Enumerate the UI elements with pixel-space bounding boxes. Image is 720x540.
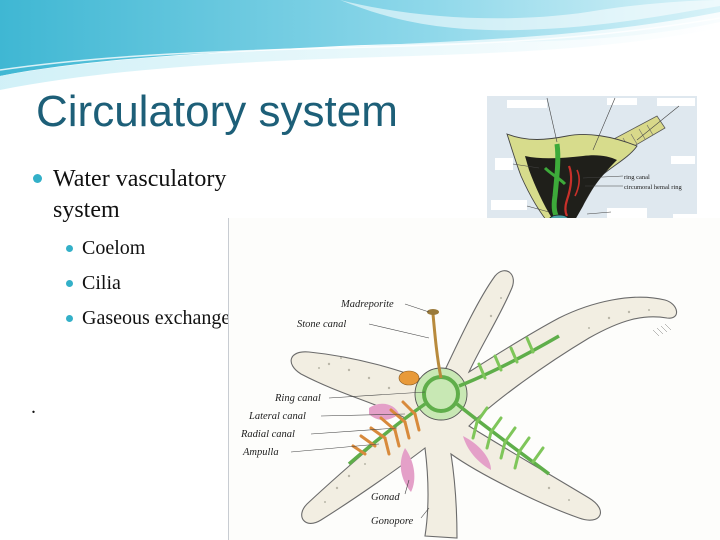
bullet-dot [33,174,42,183]
water-vascular-diagram: Madreporite Stone canal Ring canal Later… [240,270,678,539]
sub-bullet-text: Coelom [82,237,146,259]
bullet-dot [66,280,73,287]
sub-bullet-text: Cilia [82,272,121,294]
label-ring-canal: Ring canal [274,393,321,404]
label-madreporite: Madreporite [340,299,394,310]
trailing-period: . [31,396,36,418]
bullet-text: Water vasculatory system [53,166,227,223]
label-ring-canal-top: ring canal [624,174,650,181]
header-wave-decoration [0,0,720,90]
sub-bullet-item: Cilia [30,269,240,298]
bullet-dot [66,245,73,252]
sub-bullet-item: Coelom [30,234,240,263]
label-stone-canal: Stone canal [297,319,346,330]
label-radial-canal: Radial canal [240,429,295,440]
bullet-item: Water vasculatory system [30,164,240,226]
bullet-dot [66,315,73,322]
sub-bullet-text: Gaseous exchange [82,307,231,329]
water-vascular-figure: Madreporite Stone canal Ring canal Later… [228,218,720,540]
sub-bullet-list: Coelom Cilia Gaseous exchange [30,234,240,333]
slide-title: Circulatory system [36,87,398,136]
bullet-list: Water vasculatory system Coelom Cilia Ga… [30,164,240,339]
label-lateral-canal: Lateral canal [248,411,306,422]
label-gonad: Gonad [371,492,400,503]
cross-section-diagram: ring canal circumoral hemal ring [491,97,697,263]
label-circumoral-hemal-ring: circumoral hemal ring [624,184,683,191]
label-ampulla: Ampulla [242,447,279,458]
sub-bullet-item: Gaseous exchange [30,304,240,333]
label-gonopore: Gonopore [371,516,414,527]
